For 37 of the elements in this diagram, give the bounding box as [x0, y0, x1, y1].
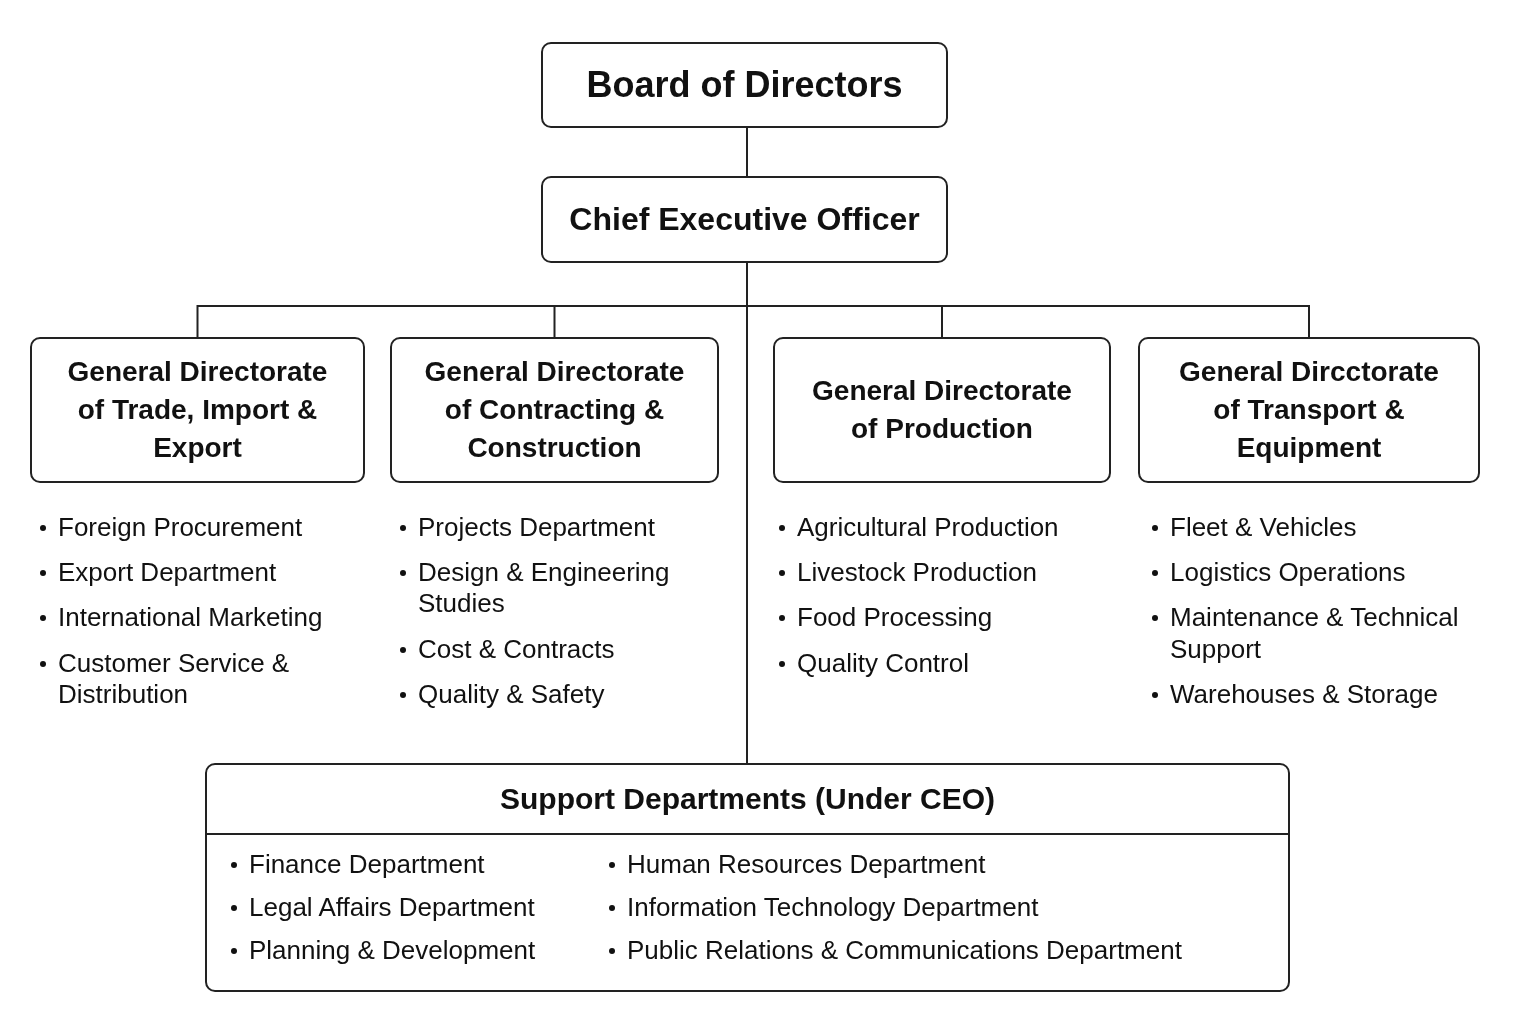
box-title: General Dircctorate of Transport & Equipment [1178, 355, 1440, 465]
department-item: Warehouses & Storage [1148, 678, 1478, 710]
department-item: Information Technology Department [605, 892, 1288, 924]
panel-heading: Support Departments (Under CEO) [207, 765, 1288, 835]
department-item: Customer Service & Distribution [36, 647, 366, 710]
department-item: Agricultural Production [775, 512, 1105, 544]
department-item: Logistics Operations [1148, 557, 1478, 589]
org-box [390, 337, 719, 483]
department-item: Finance Department [227, 849, 605, 881]
connector-line [746, 127, 748, 177]
box-title: General Directorate of Contracting & Construction [423, 355, 686, 465]
department-item: Fleet & Vehicles [1148, 512, 1478, 544]
department-item: Projects Department [396, 512, 726, 544]
org-box [541, 176, 948, 263]
department-item: Food Processing [775, 602, 1105, 634]
department-item: Maintenance & Technical Support [1148, 602, 1478, 665]
department-item: Quality & Safety [396, 678, 726, 710]
department-item: Livestock Production [775, 557, 1105, 589]
box-title: General Directorate of Trade, Import & Export [66, 355, 329, 465]
department-item: Quality Control [775, 647, 1105, 679]
department-item: International Marketing [36, 602, 366, 634]
org-box [1138, 337, 1480, 483]
org-box [773, 337, 1111, 483]
department-item: Foreign Procurement [36, 512, 366, 544]
department-item: Export Department [36, 557, 366, 589]
org-box [30, 337, 365, 483]
org-box [541, 42, 948, 128]
box-title: Board of Directors [585, 62, 904, 107]
department-item: Design & Engineering Studies [396, 557, 726, 620]
department-item: Planning & Development [227, 935, 605, 967]
department-item: Cost & Contracts [396, 633, 726, 665]
department-item: Human Resources Department [605, 849, 1288, 881]
box-title: General Directorate of Production [811, 374, 1073, 446]
department-panel [205, 763, 1290, 992]
box-title: Chief Executive Officer [568, 199, 921, 239]
department-item: Public Relations & Communications Department [605, 935, 1288, 967]
department-item: Legal Affairs Department [227, 892, 605, 924]
